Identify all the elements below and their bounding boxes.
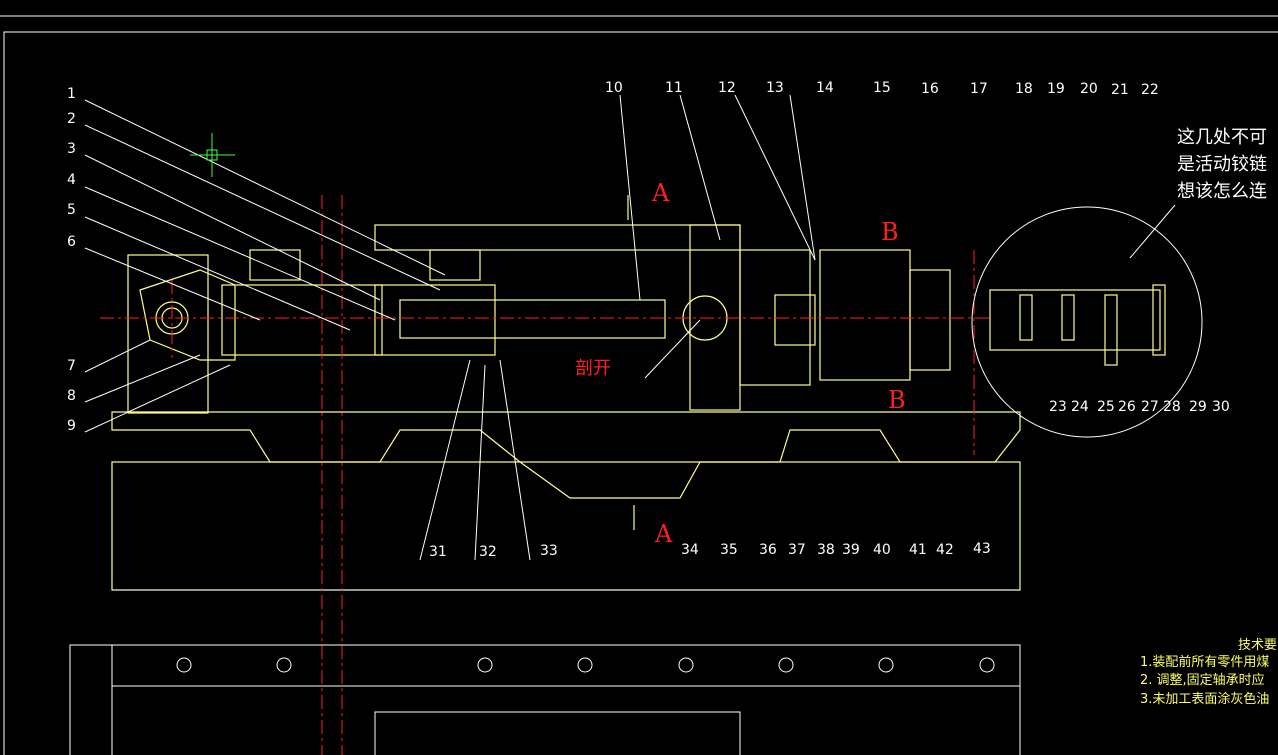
part-label: 35 bbox=[720, 542, 738, 558]
drawing-frame bbox=[0, 15, 1278, 755]
part-label: 9 bbox=[67, 418, 76, 434]
part-label: 32 bbox=[479, 544, 497, 560]
note-line: 这几处不可 bbox=[1177, 127, 1267, 148]
crosshair-cursor-icon bbox=[190, 133, 235, 177]
technical-requirements: 技术要 1.装配前所有零件用煤 2. 调整,固定轴承时应 3.未加工表面涂灰色油 bbox=[1140, 638, 1277, 707]
section-a-top-label: A bbox=[651, 179, 670, 207]
note-line: 是活动铰链 bbox=[1177, 154, 1267, 175]
part-label: 4 bbox=[67, 172, 76, 188]
part-label: 26 bbox=[1118, 399, 1136, 415]
part-label: 8 bbox=[67, 388, 76, 404]
part-label: 40 bbox=[873, 542, 891, 558]
section-b-bottom-label: B bbox=[888, 386, 906, 414]
part-label: 3 bbox=[67, 141, 76, 157]
part-label: 10 bbox=[605, 80, 623, 96]
part-label: 20 bbox=[1080, 81, 1098, 97]
part-label: 21 bbox=[1111, 82, 1129, 98]
section-labels: A A B B 剖开 bbox=[575, 179, 906, 548]
leader-lines bbox=[84, 94, 816, 561]
part-label: 27 bbox=[1141, 399, 1159, 415]
part-label: 30 bbox=[1212, 399, 1230, 415]
part-label: 29 bbox=[1189, 399, 1207, 415]
annotation-note: 这几处不可 是活动铰链 想该怎么连 bbox=[1177, 127, 1267, 202]
centerlines bbox=[100, 195, 990, 755]
bottom-view bbox=[69, 644, 1021, 755]
part-label: 33 bbox=[540, 543, 558, 559]
section-b-top-label: B bbox=[881, 218, 899, 246]
part-label: 34 bbox=[681, 542, 699, 558]
detail-view-circle bbox=[971, 204, 1203, 438]
part-label: 1 bbox=[67, 86, 76, 102]
part-label: 37 bbox=[788, 542, 806, 558]
part-label: 39 bbox=[842, 542, 860, 558]
part-label: 15 bbox=[873, 80, 891, 96]
cut-label: 剖开 bbox=[575, 358, 611, 379]
assembly-main-view bbox=[111, 195, 1021, 591]
tech-item: 2. 调整,固定轴承时应 bbox=[1140, 672, 1265, 688]
part-label: 2 bbox=[67, 111, 76, 127]
part-label: 31 bbox=[429, 544, 447, 560]
part-label: 24 bbox=[1071, 399, 1089, 415]
part-label: 14 bbox=[816, 80, 834, 96]
part-label: 12 bbox=[718, 80, 736, 96]
part-label: 7 bbox=[67, 358, 76, 374]
part-label: 38 bbox=[817, 542, 835, 558]
part-label: 41 bbox=[909, 542, 927, 558]
part-label: 18 bbox=[1015, 81, 1033, 97]
tech-title: 技术要 bbox=[1238, 638, 1277, 653]
part-label: 5 bbox=[67, 202, 76, 218]
part-label: 13 bbox=[766, 80, 784, 96]
part-label: 42 bbox=[936, 542, 954, 558]
part-label: 25 bbox=[1097, 399, 1115, 415]
tech-item: 3.未加工表面涂灰色油 bbox=[1140, 691, 1269, 707]
part-label: 23 bbox=[1049, 399, 1067, 415]
part-label: 28 bbox=[1163, 399, 1181, 415]
part-label: 17 bbox=[970, 81, 988, 97]
section-a-bottom-label: A bbox=[654, 520, 673, 548]
part-label: 22 bbox=[1141, 82, 1159, 98]
tech-item: 1.装配前所有零件用煤 bbox=[1140, 654, 1269, 670]
part-number-labels: 1 2 3 4 5 6 7 8 9 10 11 12 13 14 15 16 1… bbox=[67, 80, 1230, 560]
part-label: 6 bbox=[67, 234, 76, 250]
part-label: 16 bbox=[921, 81, 939, 97]
part-label: 11 bbox=[665, 80, 683, 96]
part-label: 43 bbox=[973, 541, 991, 557]
note-line: 想该怎么连 bbox=[1177, 181, 1267, 202]
part-label: 36 bbox=[759, 542, 777, 558]
part-label: 19 bbox=[1047, 81, 1065, 97]
